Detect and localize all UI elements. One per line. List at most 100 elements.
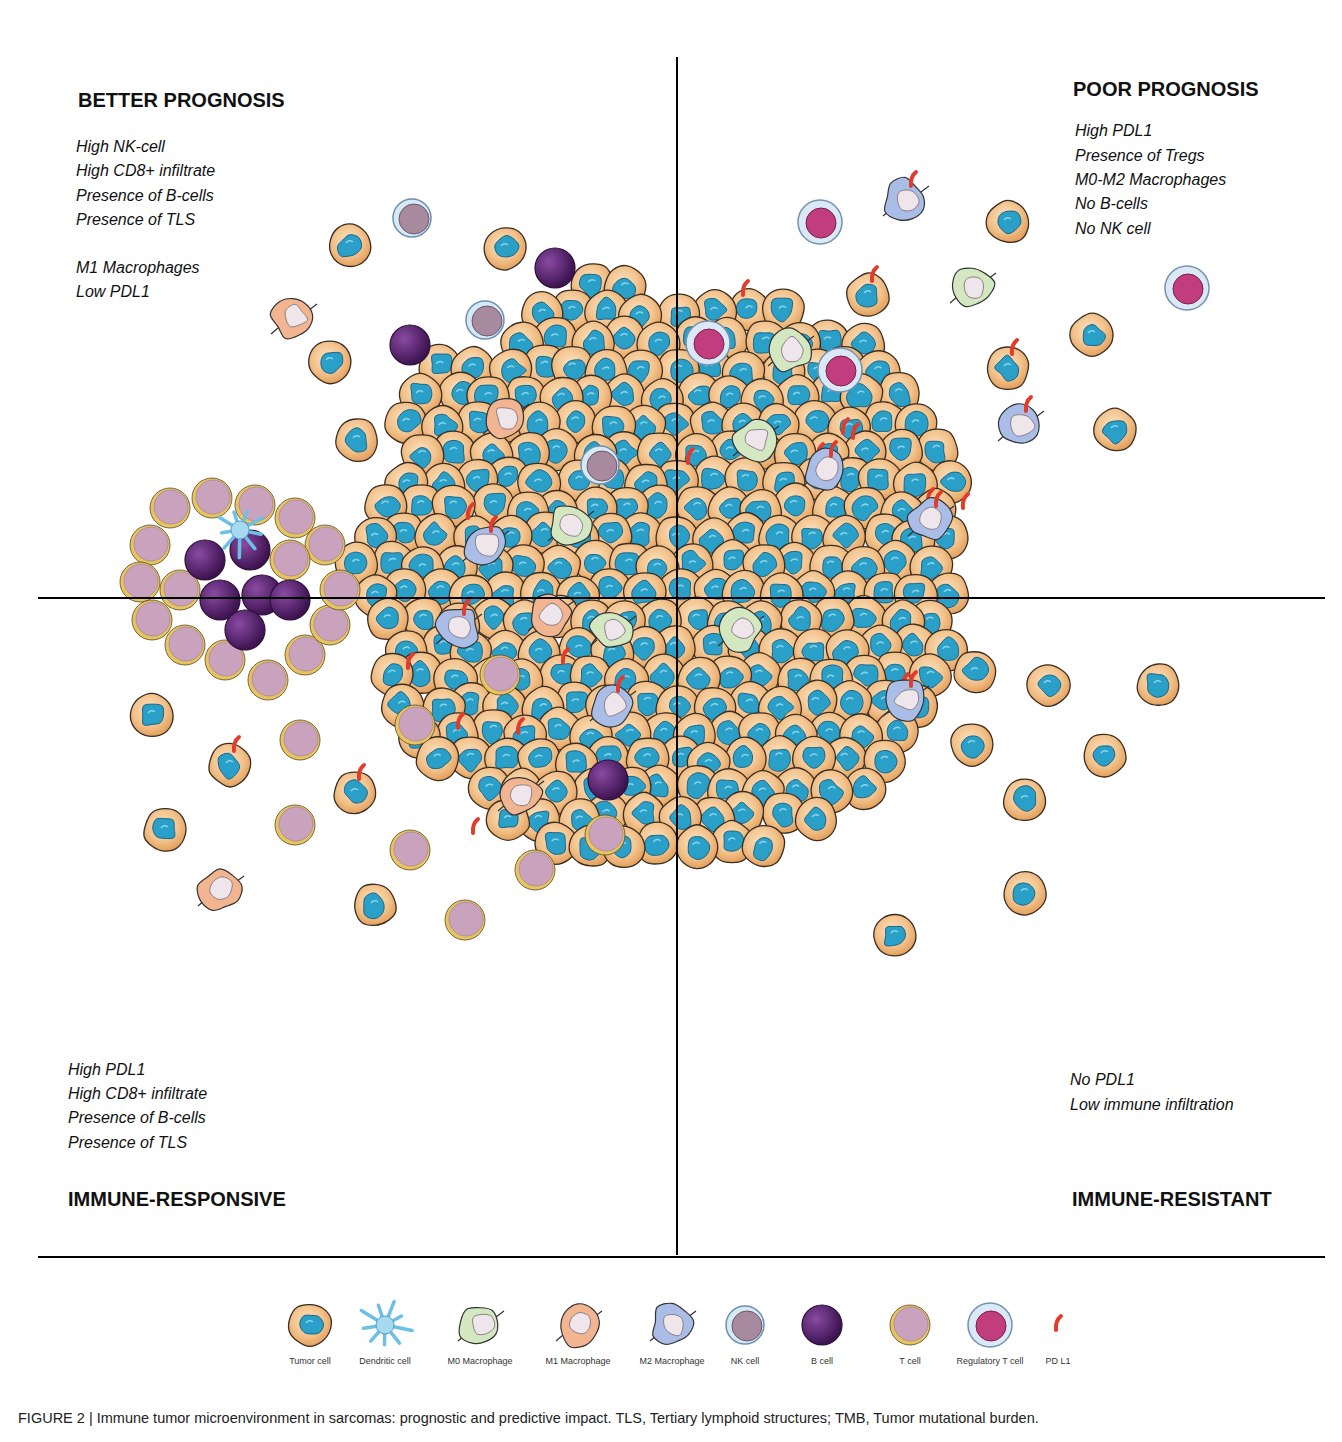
- m1-macrophage-body: [486, 399, 523, 439]
- nucleus-highlight: [417, 669, 424, 671]
- t-rim: [305, 525, 345, 565]
- m2-macrophage-nucleus: [897, 190, 919, 211]
- t-rim: [585, 815, 625, 855]
- pdl1-icon: [359, 765, 364, 779]
- nucleus-highlight: [875, 475, 882, 477]
- nucleus-highlight: [776, 532, 783, 534]
- pdl1-icon: [408, 654, 413, 668]
- tumor-cell-icon: [954, 652, 995, 693]
- nucleus-highlight: [944, 590, 951, 592]
- tumor-nucleus: [479, 776, 502, 800]
- pdl1-mark: [1056, 1316, 1061, 1330]
- nucleus-highlight: [882, 531, 889, 533]
- m0-macrophage-body: [551, 506, 592, 545]
- nucleus-highlight: [858, 731, 865, 733]
- nucleus-highlight: [490, 501, 497, 503]
- label-holder: BETTER PROGNOSIS: [78, 90, 285, 110]
- tumor-nucleus: [412, 496, 433, 515]
- t-cell-icon: [390, 830, 430, 870]
- tumor-body: [334, 772, 376, 813]
- nucleus-highlight: [389, 558, 396, 560]
- nucleus-highlight: [912, 590, 919, 592]
- t-rim: [275, 805, 315, 845]
- t-body: [399, 707, 433, 741]
- nucleus-highlight: [371, 901, 378, 903]
- feature-item: High NK-cell: [76, 137, 165, 157]
- pdl1-icon: [468, 504, 473, 518]
- nucleus-highlight: [793, 392, 800, 394]
- nucleus-highlight: [610, 422, 617, 424]
- m2-cell-icon: [998, 404, 1044, 443]
- nucleus-highlight: [693, 842, 700, 844]
- nucleus-highlight: [535, 649, 542, 651]
- nucleus-highlight: [603, 307, 610, 309]
- feature-item: High CD8+ infiltrate: [76, 161, 215, 181]
- nucleus-highlight: [626, 729, 633, 731]
- nucleus-highlight: [779, 306, 786, 308]
- pdl1-icon: [618, 677, 623, 691]
- t-body: [169, 627, 203, 661]
- feature-item: Presence of TLS: [68, 1133, 187, 1153]
- t-rim: [165, 625, 205, 665]
- pdl1-mark: [1026, 397, 1031, 411]
- tumor-nucleus: [884, 551, 906, 577]
- t-body: [589, 817, 623, 851]
- tumor-nucleus: [736, 299, 757, 318]
- pdl1-icon: [518, 719, 523, 733]
- nucleus-highlight: [694, 390, 701, 392]
- feature-item: High CD8+ infiltrate: [68, 1084, 207, 1104]
- tumor-nucleus: [890, 438, 912, 460]
- legend-label: M2 Macrophage: [612, 1356, 732, 1366]
- t-cell-icon: [248, 660, 288, 700]
- pdl1-mark: [911, 672, 916, 686]
- nucleus-highlight: [759, 788, 766, 790]
- tumor-cell-icon: [1084, 734, 1126, 777]
- tumor-body: [1027, 665, 1070, 707]
- tumor-nucleus: [423, 522, 446, 545]
- tumor-cell-icon: [209, 743, 251, 787]
- t-cell-icon: [270, 540, 310, 580]
- tumor-nucleus: [1014, 786, 1036, 812]
- tumor-nucleus: [887, 720, 908, 740]
- nucleus-highlight: [755, 670, 762, 672]
- nucleus-highlight: [881, 589, 888, 591]
- m2-cell-icon: [650, 1303, 696, 1344]
- tumor-body: [847, 273, 889, 316]
- tumor-nucleus: [564, 360, 586, 380]
- label-holder: Presence of Tregs: [1075, 146, 1205, 166]
- m2-macrophage-body: [592, 685, 633, 727]
- nucleus-highlight: [653, 840, 660, 842]
- b-cell-icon: [185, 540, 225, 580]
- nucleus-highlight: [640, 810, 647, 812]
- nucleus-highlight: [558, 394, 565, 396]
- tumor-nucleus: [724, 550, 744, 570]
- nk-body: [393, 199, 431, 237]
- nucleus-highlight: [403, 647, 410, 649]
- nucleus-highlight: [524, 508, 531, 510]
- nucleus-highlight: [490, 726, 497, 728]
- tumor-nucleus: [875, 751, 897, 774]
- treg-rim: [818, 348, 862, 392]
- nucleus-highlight: [468, 364, 475, 366]
- m2-macrophage-body: [435, 609, 478, 648]
- nucleus-highlight: [501, 647, 508, 649]
- legend-label: NK cell: [685, 1356, 805, 1366]
- nucleus-highlight: [861, 672, 868, 674]
- treg-cell-icon: [686, 321, 730, 365]
- nucleus-highlight: [774, 421, 781, 423]
- pdl1-mark: [464, 600, 469, 614]
- pdl1-mark: [473, 819, 478, 833]
- tumor-cell-icon: [1004, 779, 1046, 820]
- m2-cell-icon: [883, 177, 929, 220]
- t-cell-icon: [275, 805, 315, 845]
- pdl1-mark: [872, 267, 877, 281]
- nucleus-highlight: [677, 753, 684, 755]
- m1-macrophage-body: [561, 1304, 600, 1348]
- tumor-nucleus: [611, 382, 633, 405]
- m2-macrophage-body: [907, 498, 952, 540]
- nucleus-highlight: [587, 393, 594, 395]
- tumor-nucleus: [663, 413, 689, 435]
- tumor-nucleus: [670, 805, 691, 830]
- nucleus-highlight: [540, 704, 547, 706]
